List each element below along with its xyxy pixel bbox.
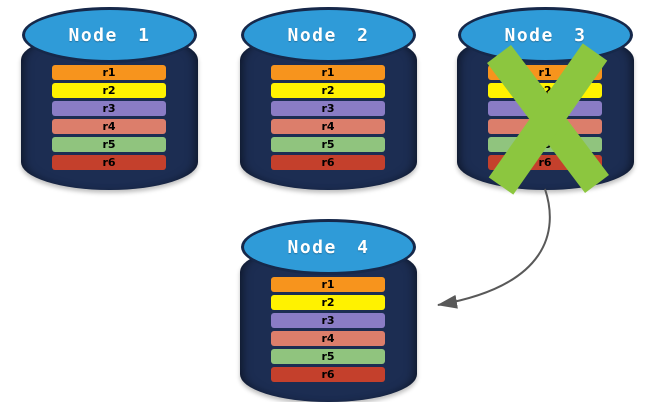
replica-row-r6: r6 [488,155,602,170]
node-3-cylinder: Node 3 r1 r2 r3 r4 r5 r6 [457,6,634,195]
replica-row-r4: r4 [52,119,166,134]
node-4-cylinder: Node 4 r1 r2 r3 r4 r5 r6 [240,218,417,402]
replica-row-r1: r1 [271,65,385,80]
replica-row-r6: r6 [271,155,385,170]
replica-row-r3: r3 [271,313,385,328]
replica-row-r4: r4 [488,119,602,134]
replica-rows: r1 r2 r3 r4 r5 r6 [271,277,385,385]
replica-row-r4: r4 [271,331,385,346]
replica-row-r2: r2 [52,83,166,98]
replica-rows: r1 r2 r3 r4 r5 r6 [52,65,166,173]
node-label: Node 4 [287,236,370,258]
replica-row-r1: r1 [488,65,602,80]
replica-row-r2: r2 [488,83,602,98]
node-label: Node 3 [504,24,587,46]
node-2-cylinder: Node 2 r1 r2 r3 r4 r5 r6 [240,6,417,190]
replica-row-r5: r5 [488,137,602,152]
node-label: Node 1 [68,24,151,46]
replica-row-r3: r3 [52,101,166,116]
replica-row-r2: r2 [271,295,385,310]
cylinder-top: Node 1 [22,7,197,63]
replica-row-r5: r5 [271,137,385,152]
node-label: Node 2 [287,24,370,46]
replica-row-r3: r3 [271,101,385,116]
replica-row-r5: r5 [52,137,166,152]
replica-row-r2: r2 [271,83,385,98]
node-1-cylinder: Node 1 r1 r2 r3 r4 r5 r6 [21,6,198,190]
replica-rows: r1 r2 r3 r4 r5 r6 [271,65,385,173]
replica-row-r4: r4 [271,119,385,134]
replica-row-r3: r3 [488,101,602,116]
replica-row-r5: r5 [271,349,385,364]
replica-row-r1: r1 [52,65,166,80]
replica-row-r6: r6 [271,367,385,382]
cylinder-top: Node 4 [241,219,416,275]
replica-row-r6: r6 [52,155,166,170]
replica-rows: r1 r2 r3 r4 r5 r6 [488,65,602,173]
cylinder-top: Node 3 [458,7,633,63]
replica-row-r1: r1 [271,277,385,292]
cylinder-top: Node 2 [241,7,416,63]
